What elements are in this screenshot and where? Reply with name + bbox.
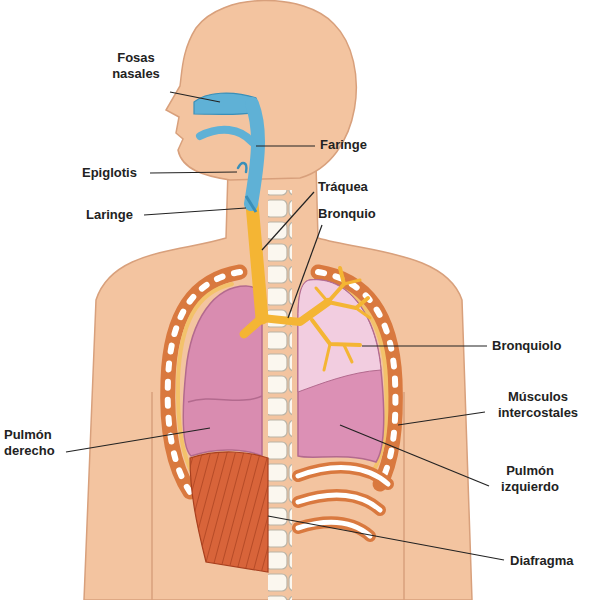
part-label: Músculos intercostales [488,389,588,420]
lungs [183,280,383,462]
part-label: Bronquiolo [492,338,561,354]
diaphragm [190,452,388,572]
body-silhouette [84,0,472,600]
part-label: Pulmón derecho [4,427,66,458]
spine [268,190,292,600]
leader-lines [66,92,504,560]
part-label: Faringe [320,137,367,153]
part-label: Pulmón izquierdo [493,463,567,494]
part-label: Epiglotis [82,165,137,181]
part-label: Bronquio [318,206,376,222]
upper-airway [194,93,260,212]
part-label: Fosas nasales [100,50,172,81]
bronchial-tree [244,204,370,370]
part-label: Tráquea [318,179,368,195]
part-label: Laringe [86,207,133,223]
part-label: Diafragma [510,553,574,569]
